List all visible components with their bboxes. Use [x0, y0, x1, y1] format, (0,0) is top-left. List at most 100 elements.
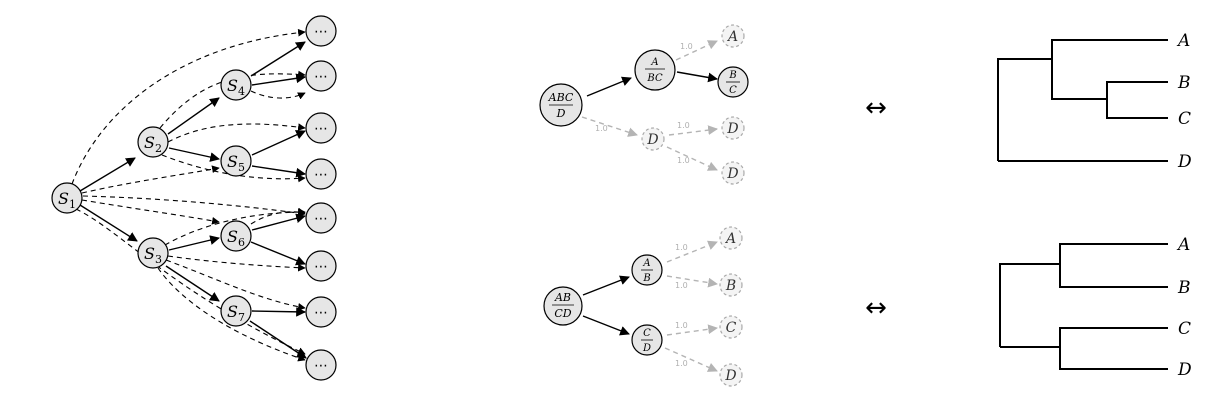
svg-text:S4: S4: [227, 76, 245, 98]
edge-root-left: [582, 275, 630, 296]
svg-text:S3: S3: [144, 244, 162, 266]
ghost-leaf-a: A: [721, 24, 745, 48]
ghost-edge-d3: [666, 146, 718, 171]
ghost-edge-d: [664, 347, 718, 372]
edge-s6-leaf6: [250, 241, 306, 266]
svg-text:S1: S1: [58, 189, 76, 211]
svg-text:D: D: [646, 132, 658, 148]
edge-s1-s2: [79, 157, 136, 192]
split-node-ab-cd: AB CD: [543, 286, 583, 326]
svg-text:⋯: ⋯: [314, 358, 328, 374]
svg-text:⋯: ⋯: [314, 24, 328, 40]
split-node-c-d: C D: [631, 324, 663, 356]
tree-bottom: [1059, 347, 1168, 370]
svg-text:⋯: ⋯: [314, 167, 328, 183]
ellipsis-leaves: ⋯ ⋯ ⋯ ⋯ ⋯ ⋯ ⋯ ⋯: [305, 15, 337, 381]
edge-root-inner: [586, 76, 632, 97]
edge-weight: 1.0: [675, 281, 688, 290]
state-node-s2: S2: [137, 126, 169, 158]
state-lattice: S1 S2 S3 S4 S5 S6 S7 ⋯ ⋯ ⋯: [51, 15, 337, 381]
svg-text:C: C: [729, 85, 737, 96]
dashed-edge: [250, 90, 306, 100]
svg-text:⋯: ⋯: [314, 69, 328, 85]
tree-leaf-label: B: [1177, 278, 1191, 298]
split-tree-bottom: 1.0 1.0 1.0 1.0 AB CD A B C D A B C D: [543, 226, 743, 387]
split-node-b-c: B C: [717, 66, 749, 98]
state-node-s7: S7: [220, 295, 252, 327]
dashed-edge: [167, 123, 306, 143]
tree-leaf-label: D: [1177, 360, 1192, 380]
svg-text:BC: BC: [646, 73, 663, 84]
svg-text:C: C: [643, 328, 651, 339]
ghost-leaf-a: A: [719, 226, 743, 250]
svg-text:A: A: [726, 29, 738, 45]
state-node-s5: S5: [220, 145, 252, 177]
svg-text:D: D: [726, 166, 738, 182]
edge-s6-leaf5: [251, 213, 306, 231]
edge-s7-leaf7: [251, 306, 306, 317]
equivalence-arrow-top: ↔: [865, 93, 887, 123]
ghost-leaf-d: D: [719, 363, 743, 387]
dashed-edge: [165, 259, 306, 311]
dashed-edge: [157, 267, 306, 362]
tree-leaf-label: C: [1178, 109, 1191, 129]
tree-bottom: A B C D: [999, 235, 1192, 380]
edge-s4-leaf2: [251, 73, 306, 86]
edge-s3-s6: [168, 235, 220, 251]
svg-text:S6: S6: [227, 227, 245, 249]
ellipsis-node: ⋯: [305, 202, 337, 234]
ghost-leaf-d: D: [721, 161, 745, 185]
svg-text:B: B: [642, 273, 650, 284]
edge-s7-leaf8: [249, 320, 307, 359]
split-node-a-b: A B: [631, 254, 663, 286]
svg-text:A: A: [642, 258, 650, 269]
dashed-edge: [167, 255, 306, 272]
svg-text:CD: CD: [554, 307, 571, 320]
tree-bottom: [1059, 264, 1168, 288]
edge-s2-s4: [167, 97, 220, 135]
edge-weight: 1.0: [680, 42, 693, 51]
tree-top: [1106, 99, 1168, 119]
tree-bottom: [1000, 327, 1168, 348]
ghost-edge-a: [675, 40, 718, 61]
ellipsis-node: ⋯: [305, 250, 337, 282]
edge-weight: 1.0: [675, 359, 688, 368]
tree-top: A B C D: [997, 31, 1192, 172]
svg-text:⋯: ⋯: [314, 121, 328, 137]
edge-weight: 1.0: [677, 156, 690, 165]
tree-leaf-label: C: [1178, 319, 1191, 339]
edge-s1-s3: [79, 204, 138, 242]
dashed-edge: [164, 208, 306, 246]
edge-s2-s5: [168, 147, 220, 162]
svg-text:D: D: [556, 107, 566, 120]
edge-weight: 1.0: [595, 124, 608, 133]
ellipsis-node: ⋯: [305, 60, 337, 92]
ghost-leaf-d: D: [721, 116, 745, 140]
split-tree-top: 1.0 1.0 1.0 1.0 ABC D A BC B C A D D D: [539, 24, 749, 185]
tree-top: [997, 39, 1168, 161]
edge-weight: 1.0: [675, 243, 688, 252]
ellipsis-node: ⋯: [305, 112, 337, 144]
svg-text:D: D: [726, 121, 738, 137]
edge-s3-s7: [165, 265, 220, 302]
edge-weight: 1.0: [677, 121, 690, 130]
tree-leaf-label: B: [1177, 73, 1191, 93]
ghost-leaf-b: B: [719, 273, 743, 297]
ghost-edge-d: [581, 116, 638, 137]
ellipsis-node: ⋯: [305, 349, 337, 381]
edge-weight: 1.0: [675, 321, 688, 330]
split-node-a-bc: A BC: [634, 49, 676, 91]
svg-text:S5: S5: [227, 152, 245, 174]
svg-text:B: B: [725, 278, 736, 294]
tree-bottom: [999, 243, 1168, 347]
edge-s5-leaf3: [251, 130, 306, 156]
state-node-s4: S4: [220, 69, 252, 101]
svg-text:A: A: [724, 231, 736, 247]
svg-text:⋯: ⋯: [314, 305, 328, 321]
svg-text:D: D: [724, 368, 736, 384]
ghost-leaf-d: D: [641, 127, 665, 151]
svg-text:ABC: ABC: [548, 91, 574, 104]
dashed-edge: [81, 199, 220, 225]
split-node-abc-d: ABC D: [539, 83, 583, 127]
dashed-edge: [159, 70, 306, 129]
